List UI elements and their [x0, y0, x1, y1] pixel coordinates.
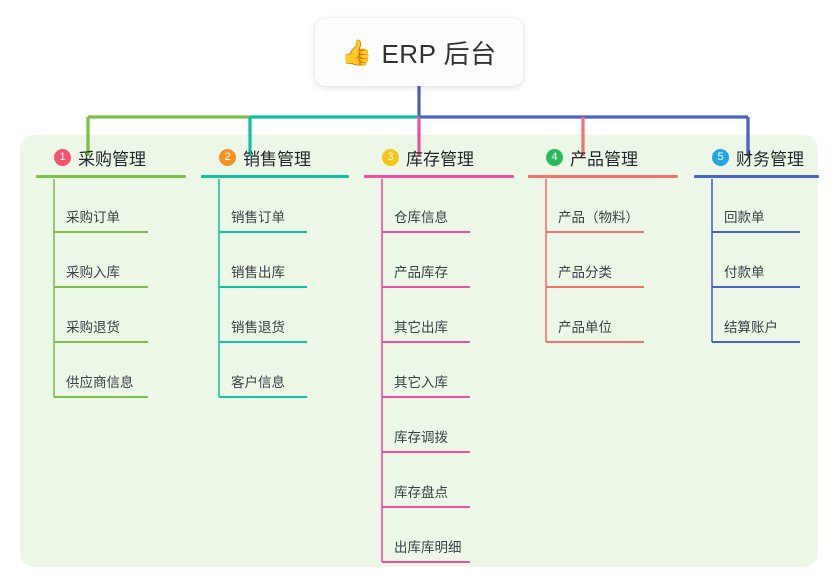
leaf-label: 采购入库 [66, 265, 120, 280]
column-underline-3 [364, 175, 514, 178]
column-2: 2 销售管理销售订单销售出库销售退货客户信息 [201, 145, 349, 398]
leaf-node[interactable]: 采购入库 [36, 233, 186, 288]
leaf-underline [382, 231, 470, 233]
leaf-underline [54, 231, 148, 233]
leaf-underline [54, 286, 148, 288]
column-title-3: 库存管理 [406, 149, 474, 169]
leaf-node[interactable]: 产品分类 [528, 233, 678, 288]
thumbs-up-icon: 👍 [341, 37, 373, 67]
leaf-underline [382, 506, 470, 508]
leaf-label: 回款单 [724, 210, 765, 225]
column-badge-2: 2 [219, 148, 236, 166]
leaf-node[interactable]: 采购订单 [36, 178, 186, 233]
leaf-node[interactable]: 销售订单 [201, 178, 349, 233]
column-4: 4 产品管理产品（物料） 产品分类产品单位 [528, 145, 678, 343]
leaf-node[interactable]: 销售退货 [201, 288, 349, 343]
leaf-node[interactable]: 产品库存 [364, 233, 514, 288]
leaf-node[interactable]: 其它入库 [364, 343, 514, 398]
leaf-underline [54, 341, 148, 343]
leaf-label: 供应商信息 [66, 375, 134, 390]
leaf-list-1: 采购订单采购入库采购退货供应商信息 [36, 178, 186, 398]
leaf-list-5: 回款单付款单结算账户 [694, 178, 819, 343]
column-3: 3 库存管理仓库信息产品库存其它出库其它入库库存调拨库存盘点出库库明细 [364, 145, 514, 563]
leaf-list-4: 产品（物料） 产品分类产品单位 [528, 178, 678, 343]
leaf-underline [382, 341, 470, 343]
leaf-label: 采购退货 [66, 320, 120, 335]
leaf-label: 产品单位 [558, 320, 612, 335]
leaf-node[interactable]: 库存调拨 [364, 398, 514, 453]
leaf-underline [382, 286, 470, 288]
leaf-node[interactable]: 回款单 [694, 178, 819, 233]
column-badge-1: 1 [54, 148, 71, 166]
column-underline-5 [694, 175, 819, 178]
leaf-node[interactable]: 仓库信息 [364, 178, 514, 233]
leaf-underline [382, 451, 470, 453]
root-node-card[interactable]: 👍 ERP 后台 [315, 18, 523, 86]
column-badge-5: 5 [712, 148, 729, 166]
leaf-list-2: 销售订单销售出库销售退货客户信息 [201, 178, 349, 398]
leaf-underline [382, 396, 470, 398]
leaf-node[interactable]: 供应商信息 [36, 343, 186, 398]
leaf-node[interactable]: 库存盘点 [364, 453, 514, 508]
leaf-node[interactable]: 产品（物料） [528, 178, 678, 233]
leaf-underline [219, 396, 307, 398]
leaf-label: 仓库信息 [394, 210, 448, 225]
column-header-3[interactable]: 3 库存管理 [364, 145, 514, 169]
leaf-underline [382, 561, 470, 563]
leaf-label: 产品分类 [558, 265, 612, 280]
column-title-2: 销售管理 [243, 149, 311, 169]
leaf-node[interactable]: 销售出库 [201, 233, 349, 288]
leaf-node[interactable]: 其它出库 [364, 288, 514, 343]
leaf-underline [546, 231, 644, 233]
leaf-label: 库存调拨 [394, 430, 448, 445]
column-5: 5 财务管理回款单付款单结算账户 [694, 145, 819, 343]
leaf-label: 产品（物料） [558, 210, 639, 225]
leaf-underline [712, 341, 800, 343]
column-header-5[interactable]: 5 财务管理 [694, 145, 819, 169]
column-header-4[interactable]: 4 产品管理 [528, 145, 678, 169]
leaf-underline [712, 286, 800, 288]
leaf-label: 出库库明细 [394, 540, 462, 555]
leaf-label: 其它入库 [394, 375, 448, 390]
column-title-4: 产品管理 [570, 149, 638, 169]
leaf-underline [219, 231, 307, 233]
leaf-label: 销售出库 [231, 265, 285, 280]
leaf-underline [546, 341, 644, 343]
leaf-underline [54, 396, 148, 398]
leaf-label: 结算账户 [724, 320, 778, 335]
leaf-underline [546, 286, 644, 288]
leaf-label: 其它出库 [394, 320, 448, 335]
leaf-underline [712, 231, 800, 233]
leaf-node[interactable]: 结算账户 [694, 288, 819, 343]
column-title-5: 财务管理 [736, 149, 804, 169]
leaf-underline [219, 286, 307, 288]
column-title-1: 采购管理 [78, 149, 146, 169]
leaf-list-3: 仓库信息产品库存其它出库其它入库库存调拨库存盘点出库库明细 [364, 178, 514, 563]
diagram-panel [20, 135, 818, 567]
column-badge-4: 4 [546, 148, 563, 166]
leaf-node[interactable]: 客户信息 [201, 343, 349, 398]
leaf-label: 产品库存 [394, 265, 448, 280]
leaf-node[interactable]: 付款单 [694, 233, 819, 288]
leaf-node[interactable]: 出库库明细 [364, 508, 514, 563]
leaf-label: 销售退货 [231, 320, 285, 335]
leaf-label: 客户信息 [231, 375, 285, 390]
column-underline-1 [36, 175, 186, 178]
column-underline-2 [201, 175, 349, 178]
leaf-label: 销售订单 [231, 210, 285, 225]
column-header-2[interactable]: 2 销售管理 [201, 145, 349, 169]
leaf-node[interactable]: 采购退货 [36, 288, 186, 343]
column-badge-3: 3 [382, 148, 399, 166]
column-header-1[interactable]: 1 采购管理 [36, 145, 186, 169]
column-underline-4 [528, 175, 678, 178]
leaf-underline [219, 341, 307, 343]
column-1: 1 采购管理采购订单采购入库采购退货供应商信息 [36, 145, 186, 398]
leaf-label: 付款单 [724, 265, 765, 280]
leaf-label: 采购订单 [66, 210, 120, 225]
root-node-title: ERP 后台 [381, 38, 497, 69]
leaf-label: 库存盘点 [394, 485, 448, 500]
leaf-node[interactable]: 产品单位 [528, 288, 678, 343]
